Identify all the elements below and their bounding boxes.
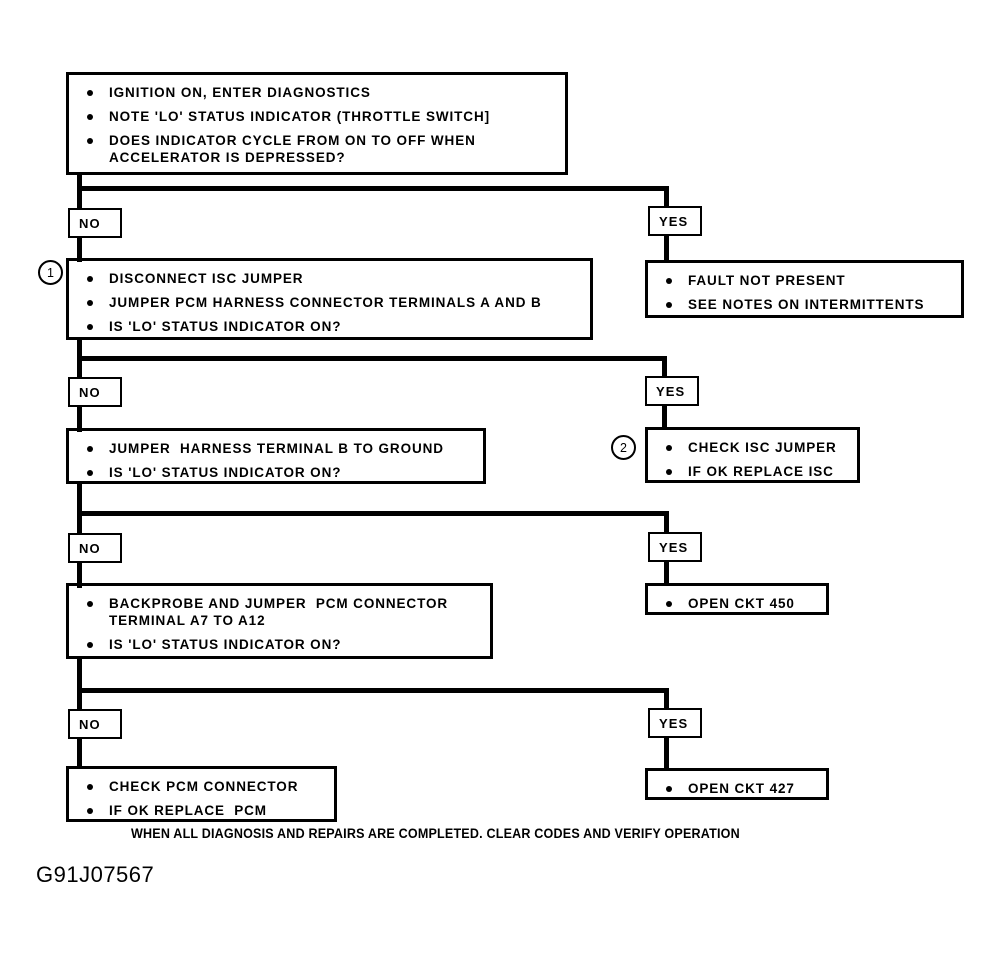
bullet-item: CHECK PCM CONNECTOR bbox=[81, 778, 324, 795]
connector-no-stem-row2 bbox=[77, 406, 82, 432]
start-step-box: IGNITION ON, ENTER DIAGNOSTICS NOTE 'LO'… bbox=[66, 72, 568, 175]
bullet-item: JUMPER PCM HARNESS CONNECTOR TERMINALS A… bbox=[81, 294, 580, 311]
bullet-item: JUMPER HARNESS TERMINAL B TO GROUND bbox=[81, 440, 473, 457]
connector-yes-stem-row4-top bbox=[664, 688, 669, 710]
step1-bullets: DISCONNECT ISC JUMPER JUMPER PCM HARNESS… bbox=[81, 270, 580, 335]
connector-yes-stem-row4-bottom bbox=[664, 737, 669, 768]
branch-yes-row2: YES bbox=[645, 376, 699, 406]
connector-no-stem-row3 bbox=[77, 562, 82, 588]
connector-trunk-row4 bbox=[77, 656, 82, 712]
branch-yes-row3: YES bbox=[648, 532, 702, 562]
branch-no-label: NO bbox=[79, 716, 101, 732]
connector-trunk-row1 bbox=[77, 172, 82, 228]
step4-box: CHECK PCM CONNECTOR IF OK REPLACE PCM bbox=[66, 766, 337, 822]
branch-yes-row4: YES bbox=[648, 708, 702, 738]
bullet-item: FAULT NOT PRESENT bbox=[660, 272, 951, 289]
step3-yes-box: OPEN CKT 450 bbox=[645, 583, 829, 615]
connector-rail-row3 bbox=[77, 511, 669, 516]
connector-no-stem-row4 bbox=[77, 738, 82, 768]
step2-bullets: JUMPER HARNESS TERMINAL B TO GROUND IS '… bbox=[81, 440, 473, 481]
step4-bullets: CHECK PCM CONNECTOR IF OK REPLACE PCM bbox=[81, 778, 324, 819]
step2-box: JUMPER HARNESS TERMINAL B TO GROUND IS '… bbox=[66, 428, 486, 484]
branch-no-row4: NO bbox=[68, 709, 122, 739]
step1-yes-bullets: FAULT NOT PRESENT SEE NOTES ON INTERMITT… bbox=[660, 272, 951, 313]
step2-yes-box: CHECK ISC JUMPER IF OK REPLACE ISC bbox=[645, 427, 860, 483]
branch-no-row3: NO bbox=[68, 533, 122, 563]
bullet-item: IS 'LO' STATUS INDICATOR ON? bbox=[81, 636, 480, 653]
step1-box: DISCONNECT ISC JUMPER JUMPER PCM HARNESS… bbox=[66, 258, 593, 340]
branch-yes-label: YES bbox=[659, 213, 689, 229]
bullet-item: OPEN CKT 427 bbox=[660, 780, 816, 797]
step4-yes-bullets: OPEN CKT 427 bbox=[660, 780, 816, 797]
connector-yes-stem-row1-bottom bbox=[664, 234, 669, 262]
step3-bullets: BACKPROBE AND JUMPER PCM CONNECTOR TERMI… bbox=[81, 595, 480, 653]
step4-yes-box: OPEN CKT 427 bbox=[645, 768, 829, 800]
connector-yes-stem-row2-bottom bbox=[662, 405, 667, 430]
branch-no-row2: NO bbox=[68, 377, 122, 407]
bullet-item: IF OK REPLACE ISC bbox=[660, 463, 847, 480]
connector-rail-row4 bbox=[77, 688, 669, 693]
bullet-item: NOTE 'LO' STATUS INDICATOR (THROTTLE SWI… bbox=[81, 108, 555, 125]
branch-yes-label: YES bbox=[659, 715, 689, 731]
bullet-item: IS 'LO' STATUS INDICATOR ON? bbox=[81, 318, 580, 335]
connector-rail-row2 bbox=[77, 356, 667, 361]
step3-yes-bullets: OPEN CKT 450 bbox=[660, 595, 816, 612]
start-step-bullets: IGNITION ON, ENTER DIAGNOSTICS NOTE 'LO'… bbox=[81, 84, 555, 166]
bullet-item: BACKPROBE AND JUMPER PCM CONNECTOR TERMI… bbox=[81, 595, 480, 629]
branch-no-label: NO bbox=[79, 215, 101, 231]
bullet-item: IGNITION ON, ENTER DIAGNOSTICS bbox=[81, 84, 555, 101]
step-marker-2: 2 bbox=[611, 435, 636, 460]
step2-yes-bullets: CHECK ISC JUMPER IF OK REPLACE ISC bbox=[660, 439, 847, 480]
connector-trunk-row2 bbox=[77, 338, 82, 396]
bullet-item: IF OK REPLACE PCM bbox=[81, 802, 324, 819]
figure-id-code: G91J07567 bbox=[36, 862, 155, 887]
completion-note: WHEN ALL DIAGNOSIS AND REPAIRS ARE COMPL… bbox=[131, 826, 740, 841]
bullet-item: IS 'LO' STATUS INDICATOR ON? bbox=[81, 464, 473, 481]
step-marker-1-label: 1 bbox=[47, 265, 54, 280]
bullet-item: DOES INDICATOR CYCLE FROM ON TO OFF WHEN… bbox=[81, 132, 555, 166]
bullet-item: SEE NOTES ON INTERMITTENTS bbox=[660, 296, 951, 313]
step1-yes-box: FAULT NOT PRESENT SEE NOTES ON INTERMITT… bbox=[645, 260, 964, 318]
branch-no-label: NO bbox=[79, 540, 101, 556]
branch-yes-label: YES bbox=[656, 383, 686, 399]
bullet-item: OPEN CKT 450 bbox=[660, 595, 816, 612]
step3-box: BACKPROBE AND JUMPER PCM CONNECTOR TERMI… bbox=[66, 583, 493, 659]
connector-yes-stem-row3-bottom bbox=[664, 561, 669, 585]
connector-yes-stem-row1-top bbox=[664, 186, 669, 208]
step-marker-1: 1 bbox=[38, 260, 63, 285]
branch-no-label: NO bbox=[79, 384, 101, 400]
branch-yes-label: YES bbox=[659, 539, 689, 555]
branch-no-row1: NO bbox=[68, 208, 122, 238]
connector-no-stem-row1 bbox=[77, 236, 82, 262]
connector-yes-stem-row2-top bbox=[662, 356, 667, 378]
connector-rail-row1 bbox=[77, 186, 669, 191]
connector-trunk-row3 bbox=[77, 481, 82, 535]
step-marker-2-label: 2 bbox=[620, 440, 627, 455]
bullet-item: CHECK ISC JUMPER bbox=[660, 439, 847, 456]
bullet-item: DISCONNECT ISC JUMPER bbox=[81, 270, 580, 287]
connector-yes-stem-row3-top bbox=[664, 511, 669, 533]
branch-yes-row1: YES bbox=[648, 206, 702, 236]
